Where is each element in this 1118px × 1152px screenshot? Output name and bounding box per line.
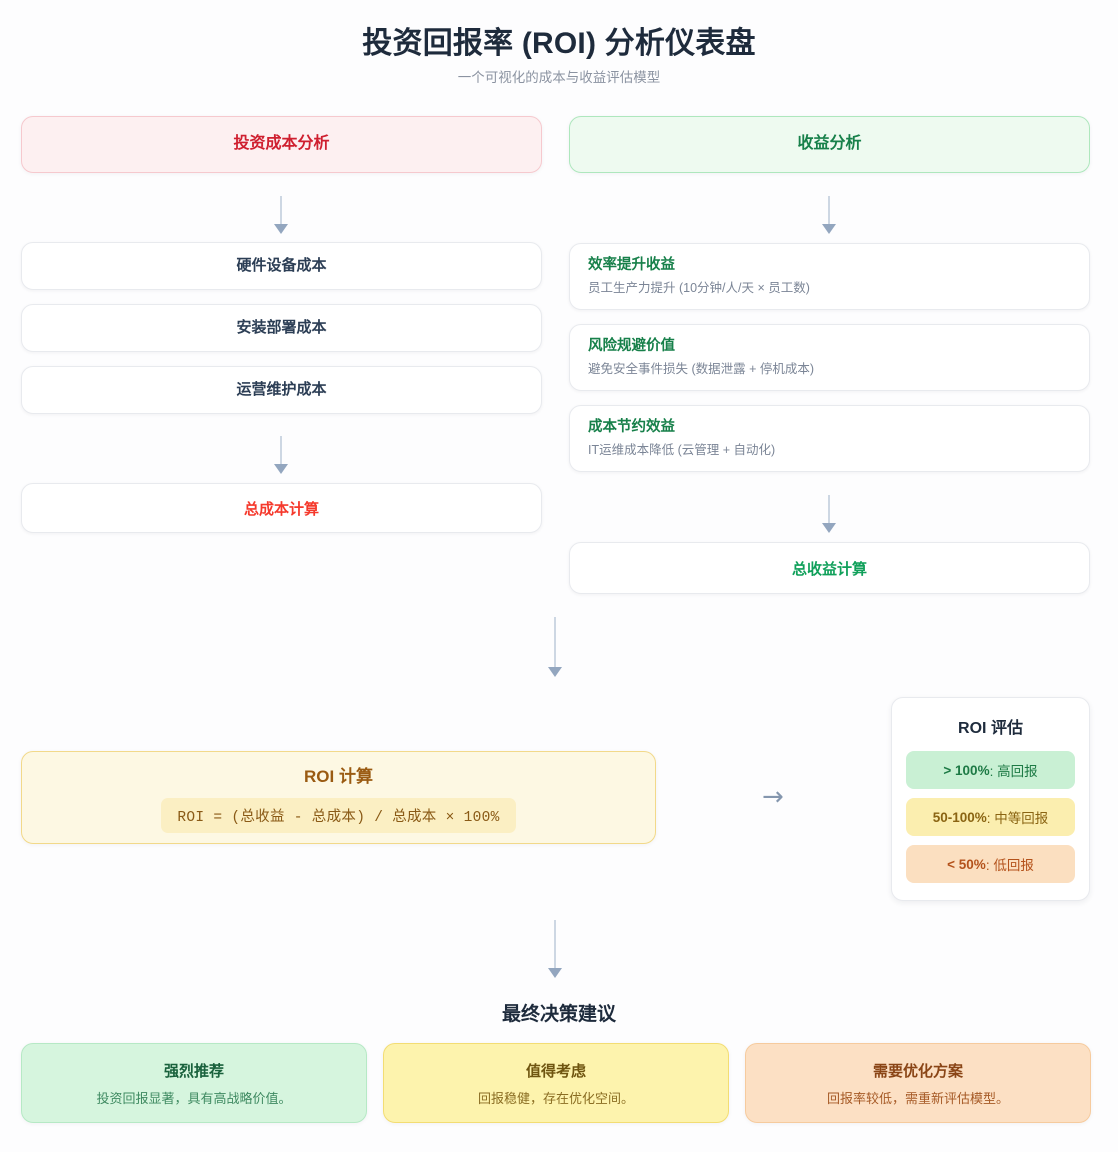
total-cost-card[interactable]: 总成本计算 [21,483,542,533]
roi-badge-low-label: : 低回报 [985,858,1034,873]
decision-card-consider[interactable]: 值得考虑 回报稳健，存在优化空间。 [383,1043,729,1123]
cost-item-label: 硬件设备成本 [236,257,327,275]
arrow-down-cost-total [274,436,288,474]
cost-item-label: 运营维护成本 [236,381,327,399]
decision-card-title: 值得考虑 [525,1062,586,1080]
roi-formula: ROI = (总收益 - 总成本) / 总成本 × 100% [161,798,516,833]
decision-card-sub: 投资回报显著，具有高战略价值。 [96,1090,292,1106]
total-benefit-card[interactable]: 总收益计算 [569,542,1090,594]
roi-calculation-card[interactable]: ROI 计算 ROI = (总收益 - 总成本) / 总成本 × 100% [21,751,656,844]
benefit-item-label: 风险规避价值 [588,338,675,355]
final-decision-title: 最终决策建议 [501,1004,616,1025]
decision-card-sub: 回报率较低，需重新评估模型。 [826,1090,1009,1106]
cost-item-label: 安装部署成本 [236,319,327,337]
arrow-right-icon: → [762,782,784,812]
roi-badge-low[interactable]: < 50%: 低回报 [906,845,1075,883]
benefit-item-card-3[interactable]: 成本节约效益 IT运维成本降低 (云管理 + 自动化) [569,405,1090,472]
roi-calculation-title: ROI 计算 [304,767,373,786]
benefit-item-label: 效率提升收益 [588,257,675,274]
benefit-item-card-2[interactable]: 风险规避价值 避免安全事件损失 (数据泄露 + 停机成本) [569,324,1090,391]
decision-card-title: 需要优化方案 [872,1062,963,1080]
benefit-column-header[interactable]: 收益分析 [569,116,1090,173]
page-subtitle: 一个可视化的成本与收益评估模型 [457,70,661,85]
total-benefit-label: 总收益计算 [791,560,867,578]
decision-card-optimize[interactable]: 需要优化方案 回报率较低，需重新评估模型。 [745,1043,1091,1123]
roi-badge-mid[interactable]: 50-100%: 中等回报 [906,798,1075,836]
roi-badge-low-range: < 50% [947,856,986,872]
benefit-item-card-1[interactable]: 效率提升收益 员工生产力提升 (10分钟/人/天 × 员工数) [569,243,1090,310]
cost-column-header[interactable]: 投资成本分析 [21,116,542,173]
decision-card-sub: 回报稳健，存在优化空间。 [477,1090,634,1106]
roi-evaluation-panel: ROI 评估 > 100%: 高回报 50-100%: 中等回报 < 50%: … [891,697,1090,901]
cost-column-header-label: 投资成本分析 [233,135,330,153]
cost-item-card-2[interactable]: 安装部署成本 [21,304,542,352]
arrow-down-to-decision [548,920,562,978]
total-cost-label: 总成本计算 [243,500,319,518]
benefit-column-header-label: 收益分析 [797,135,862,153]
roi-badge-high[interactable]: > 100%: 高回报 [906,751,1075,789]
benefit-item-sub: 避免安全事件损失 (数据泄露 + 停机成本) [588,362,815,377]
roi-evaluation-title: ROI 评估 [958,720,1023,737]
arrow-down-cost-head [274,196,288,234]
roi-badge-high-label: : 高回报 [989,764,1038,779]
decision-card-title: 强烈推荐 [163,1062,224,1080]
roi-badge-mid-range: 50-100% [932,809,987,825]
benefit-item-sub: 员工生产力提升 (10分钟/人/天 × 员工数) [588,281,810,296]
arrow-down-benefit-head [822,196,836,234]
page-title: 投资回报率 (ROI) 分析仪表盘 [362,27,756,60]
roi-badge-mid-label: : 中等回报 [986,811,1049,826]
cost-item-card-1[interactable]: 硬件设备成本 [21,242,542,290]
benefit-item-label: 成本节约效益 [588,419,675,436]
arrow-down-benefit-total [822,495,836,533]
cost-item-card-3[interactable]: 运营维护成本 [21,366,542,414]
benefit-item-sub: IT运维成本降低 (云管理 + 自动化) [588,443,776,458]
roi-badge-high-range: > 100% [943,762,990,778]
arrow-down-to-roi [548,617,562,677]
decision-card-recommend[interactable]: 强烈推荐 投资回报显著，具有高战略价值。 [21,1043,367,1123]
